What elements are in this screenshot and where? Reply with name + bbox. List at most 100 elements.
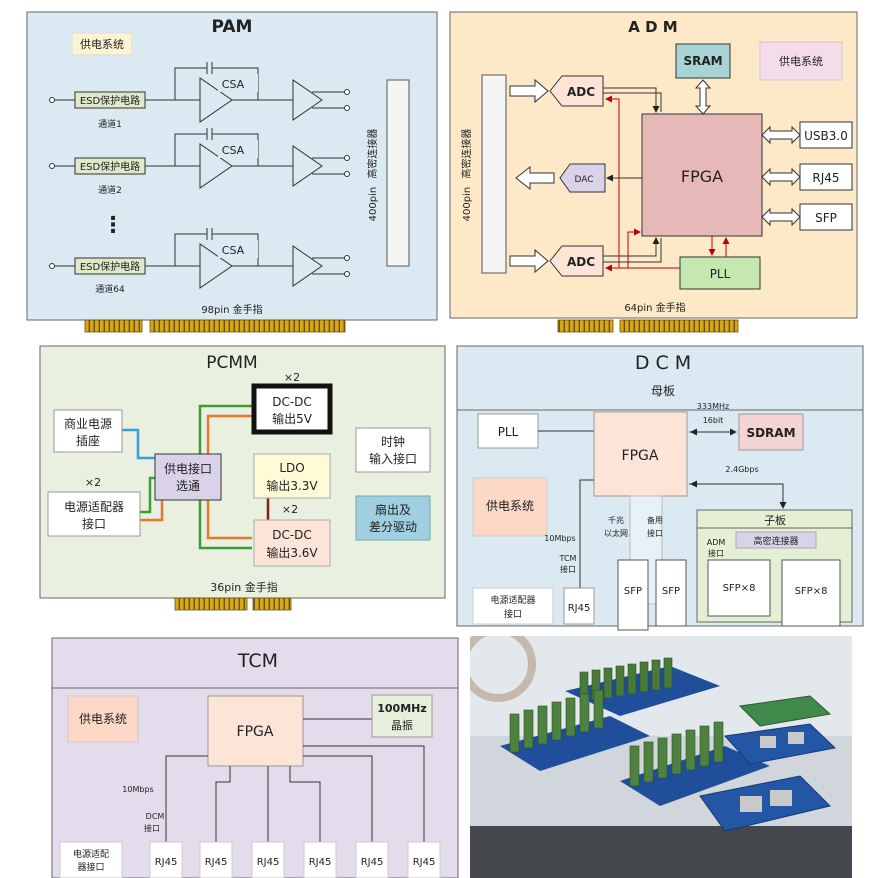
pcmm-title: PCMM (206, 353, 257, 373)
tcm-dcm-line1: DCM (146, 812, 165, 821)
tcm-title: TCM (237, 650, 278, 672)
tcm-rj45-label-2: RJ45 (205, 857, 228, 868)
adm-connector (482, 75, 506, 273)
tcm-rj45-label-5: RJ45 (361, 857, 384, 868)
pcmm-adapter-line1: 电源适配器 (64, 500, 124, 514)
pcmm-x2-top: ×2 (284, 371, 300, 384)
dcm-spare-line1: 备用 (647, 515, 663, 525)
adm-usb-label: USB3.0 (804, 129, 848, 143)
pcmm-panel: PCMM ×2 商业电源 插座 ×2 电源适配器 接口 供电接口 选通 DC-D… (40, 346, 445, 610)
dcm-sdram-label: SDRAM (746, 426, 795, 440)
dcm-eth-line2: 以太网 (604, 528, 628, 538)
pam-connector-pins: 400pin (368, 187, 379, 222)
dcm-mother-label: 母板 (651, 384, 675, 398)
pcmm-select-line2: 选通 (176, 479, 200, 493)
dcm-sfp8-label-2: SFP×8 (795, 586, 828, 597)
pcmm-dcdc5-line1: DC-DC (272, 395, 312, 409)
pcmm-fan-line2: 差分驱动 (369, 520, 417, 534)
pcmm-ldo-line1: LDO (279, 461, 304, 475)
adm-fpga-label: FPGA (681, 167, 723, 186)
pcmm-commercial-line2: 插座 (76, 433, 100, 448)
pam-csa-label: CSA (222, 78, 245, 91)
adm-gold-finger-label: 64pin 金手指 (624, 301, 685, 314)
tcm-rj45-label-4: RJ45 (309, 857, 332, 868)
pam-channel-label-1: 通道1 (98, 118, 122, 130)
tcm-power-label: 供电系统 (79, 712, 127, 726)
adm-adc-bottom-label: ADC (567, 255, 595, 269)
pcmm-gold-finger-2 (253, 598, 291, 610)
pam-power-label: 供电系统 (80, 37, 124, 51)
pcmm-ldo-line2: 输出3.3V (266, 478, 318, 493)
pam-gold-finger-1 (85, 320, 142, 332)
adm-adc-top-label: ADC (567, 85, 595, 99)
adm-gold-finger-2 (620, 320, 738, 332)
dcm-gbps-label: 2.4Gbps (725, 465, 758, 474)
pam-ellipsis: ⋮ (102, 213, 124, 238)
tcm-dcm-line2: 接口 (144, 823, 160, 833)
adm-connector-name: 高密连接器 (460, 129, 473, 179)
tcm-osc-line1: 100MHz (377, 702, 427, 715)
pam-esd-label: ESD保护电路 (80, 94, 140, 107)
tcm-adapter-line1: 电源适配 (73, 848, 109, 860)
pcmm-commercial-line1: 商业电源 (64, 416, 112, 431)
dcm-sfp-label-2: SFP (662, 586, 680, 597)
adm-power-label: 供电系统 (779, 54, 823, 68)
dcm-pll-label: PLL (498, 425, 519, 439)
pcmm-fan-line1: 扇出及 (375, 502, 411, 517)
dcm-fpga-label: FPGA (622, 448, 659, 464)
pcmm-dcdc36-line1: DC-DC (272, 528, 312, 542)
tcm-osc-line2: 晶振 (391, 718, 413, 732)
dcm-title: D C M (635, 352, 691, 374)
adm-panel: A D M SRAM 供电系统 400pin 高密连接器 ADC ADC DAC… (450, 12, 857, 332)
pcmm-dcdc5-line2: 输出5V (272, 411, 313, 426)
pcmm-adapter-line2: 接口 (82, 516, 106, 531)
adm-connector-pins: 400pin (462, 187, 473, 222)
dcm-tcm-line2: 接口 (560, 564, 576, 574)
pcmm-select-box (155, 454, 221, 500)
pam-connector-name: 高密连接器 (366, 129, 379, 179)
dcm-panel: D C M 母板 PLL FPGA 333MHz 16bit SDRAM 2.4… (457, 346, 863, 630)
tcm-rj45-label-6: RJ45 (413, 857, 436, 868)
hardware-photo (470, 636, 852, 878)
pam-csa-label: CSA (222, 244, 245, 257)
pcmm-x2-adapter: ×2 (85, 476, 101, 489)
tcm-rj45-label-3: RJ45 (257, 857, 280, 868)
dcm-adapter-line1: 电源适配器 (490, 594, 535, 606)
adm-sfp-label: SFP (815, 211, 837, 225)
dcm-hd-conn-label: 高密连接器 (753, 535, 798, 547)
pcmm-x2-36v: ×2 (282, 503, 298, 516)
dcm-adapter-line2: 接口 (504, 608, 522, 620)
pam-channel-label-64: 通道64 (95, 283, 125, 295)
dcm-power-label: 供电系统 (486, 499, 534, 513)
hardware-photo-illustration (470, 636, 852, 878)
dcm-eth-line1: 千兆 (608, 515, 624, 525)
pcmm-clock-line1: 时钟 (381, 434, 405, 449)
tcm-rj45-label-1: RJ45 (155, 857, 178, 868)
svg-text:400pin 高密连接器: 400pin 高密连接器 (366, 129, 379, 222)
pam-gold-finger-label: 98pin 金手指 (201, 303, 262, 316)
pam-connector (387, 80, 409, 266)
dcm-rj45-label: RJ45 (568, 603, 591, 614)
photo-table-edge (470, 826, 852, 878)
pam-title: PAM (212, 17, 253, 37)
svg-text:400pin 高密连接器: 400pin 高密连接器 (460, 129, 473, 222)
pam-channel-label-2: 通道2 (98, 184, 122, 196)
adm-title: A D M (628, 18, 677, 36)
pcmm-clock-line2: 输入接口 (369, 451, 417, 466)
dcm-sfp8-label-1: SFP×8 (723, 583, 756, 594)
pcmm-gold-finger-1 (175, 598, 247, 610)
adm-sram-label: SRAM (683, 54, 722, 68)
dcm-sfp-label-1: SFP (624, 586, 642, 597)
tcm-mbps-label: 10Mbps (122, 785, 153, 794)
dcm-tcm-line1: TCM (559, 554, 577, 563)
tcm-adapter-line2: 器接口 (77, 861, 104, 873)
adm-dac-label: DAC (574, 175, 593, 185)
dcm-daughter-label: 子板 (764, 513, 786, 527)
pcmm-select-line1: 供电接口 (164, 461, 212, 476)
pam-csa-label: CSA (222, 144, 245, 157)
dcm-freq-label: 333MHz (697, 402, 729, 411)
tcm-fpga-label: FPGA (237, 724, 274, 740)
pam-esd-label: ESD保护电路 (80, 160, 140, 173)
dcm-spare-line2: 接口 (647, 528, 663, 538)
pcmm-gold-finger-label: 36pin 金手指 (210, 580, 278, 594)
